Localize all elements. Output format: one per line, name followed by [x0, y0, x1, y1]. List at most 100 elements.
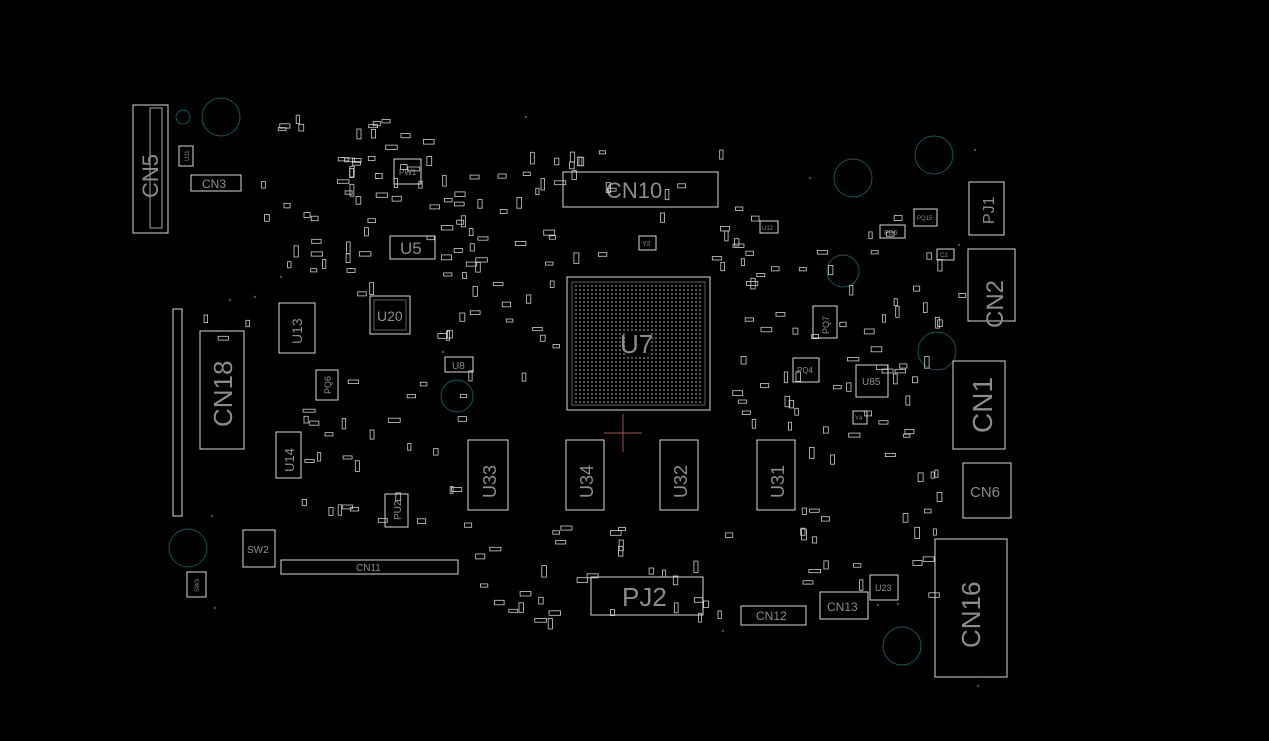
passive-components [203, 114, 967, 630]
passive-pad [444, 197, 453, 203]
svg-text:CN1: CN1 [967, 377, 998, 433]
passive-pad [660, 212, 665, 223]
chip-u5[interactable]: U5 [389, 235, 436, 260]
passive-pad [354, 460, 360, 472]
chip-pu2[interactable]: PU2 [384, 493, 409, 528]
passive-pad [443, 272, 453, 277]
connector-cn2[interactable]: CN2 [967, 248, 1016, 328]
crystal-y4[interactable]: Y4 [852, 410, 868, 425]
passive-pad [369, 282, 375, 295]
passive-pad [552, 530, 560, 535]
passive-pad [578, 156, 585, 167]
memory-u32[interactable]: U32 [659, 439, 699, 511]
connector-cn16[interactable]: CN16 [934, 538, 1008, 678]
passive-pad [440, 225, 454, 231]
passive-pad [324, 432, 334, 437]
passive-pad [798, 267, 807, 272]
svg-text:U34: U34 [577, 465, 597, 498]
passive-pad [395, 492, 402, 502]
svg-text:U11: U11 [185, 150, 191, 161]
passive-pad [750, 277, 756, 290]
passive-pad [740, 258, 745, 266]
passive-pad [400, 164, 408, 170]
passive-pad [711, 256, 723, 261]
passive-pad [703, 600, 709, 608]
passive-pad [441, 254, 452, 261]
connector-cn13[interactable]: CN13 [819, 591, 869, 620]
passive-pad [847, 357, 860, 362]
crystal-y2[interactable]: Y2 [638, 235, 657, 251]
connector-cn11[interactable]: CN11 [280, 559, 459, 575]
chip-u11[interactable]: U11 [178, 145, 194, 167]
passive-pad [598, 150, 606, 155]
passive-pad [823, 560, 829, 570]
passive-pad [477, 198, 483, 209]
connector-pj1[interactable]: PJ1 [968, 181, 1005, 236]
connector-cn5[interactable]: CN5 [132, 104, 169, 234]
passive-pad [923, 302, 928, 313]
connector-cn6[interactable]: CN6 [962, 462, 1012, 519]
chip-u13[interactable]: U13 [278, 302, 316, 354]
passive-pad [760, 326, 773, 333]
passive-pad [541, 565, 547, 578]
chip-u7[interactable]: U7 [566, 276, 711, 411]
connector-cn1[interactable]: CN1 [952, 360, 1006, 450]
chip-u14[interactable]: U14 [275, 431, 302, 479]
memory-u31[interactable]: U31 [756, 439, 796, 511]
svg-text:CN3: CN3 [202, 177, 226, 191]
passive-pad [548, 235, 556, 240]
diode-pd5[interactable]: PD5 [879, 224, 906, 239]
memory-u33[interactable]: U33 [467, 439, 509, 511]
passive-pad [555, 540, 567, 545]
passive-pad [719, 149, 724, 160]
transistor-pq4[interactable]: PQ4 [792, 357, 820, 383]
passive-pad [849, 284, 854, 296]
chip-u20[interactable]: U20 [369, 295, 411, 335]
connector-pj2[interactable]: PJ2 [590, 576, 704, 616]
passive-pad [347, 379, 359, 384]
passive-pad [387, 417, 401, 423]
capacitor-c2[interactable]: C2 [936, 248, 955, 261]
passive-pad [446, 330, 450, 341]
passive-pad [501, 301, 511, 308]
passive-pad [279, 123, 291, 129]
svg-text:U7: U7 [620, 329, 653, 359]
chip-u12[interactable]: U12 [759, 220, 779, 234]
chip-u8[interactable]: U8 [444, 356, 474, 373]
passive-pad [934, 469, 939, 478]
passive-pad [480, 583, 489, 588]
chip-pw1[interactable]: PW1 [393, 158, 422, 185]
passive-pad [454, 191, 466, 197]
connector-cn18[interactable]: CN18 [172, 308, 245, 517]
passive-pad [530, 151, 535, 165]
svg-text:CN13: CN13 [827, 600, 858, 614]
passive-pad [859, 579, 864, 591]
memory-u34[interactable]: U34 [565, 439, 605, 511]
passive-pad [725, 532, 734, 538]
connector-cn10[interactable]: CN10 [562, 171, 719, 208]
passive-pad [341, 418, 347, 430]
connector-cn3[interactable]: CN3 [190, 174, 242, 192]
switch-sw3[interactable]: SW3 [186, 571, 207, 598]
transistor-pq15[interactable]: PQ15 [913, 208, 938, 227]
passive-pad [545, 261, 554, 266]
passive-pad [677, 183, 686, 189]
passive-pad [423, 138, 435, 145]
chip-u23[interactable]: U23 [869, 574, 899, 601]
passive-pad [317, 452, 322, 462]
transistor-pq7[interactable]: PQ7 [812, 305, 838, 339]
passive-pad [336, 179, 350, 184]
connector-cn12[interactable]: CN12 [740, 605, 807, 626]
switch-sw2[interactable]: SW2 [242, 529, 276, 568]
svg-text:U33: U33 [480, 465, 500, 498]
passive-pad [465, 261, 478, 267]
svg-text:U20: U20 [377, 308, 403, 324]
transistor-pq6[interactable]: PQ6 [315, 369, 339, 401]
passive-pad [771, 266, 780, 272]
vias [210, 115, 980, 688]
passive-pad [808, 569, 821, 574]
passive-pad [342, 504, 353, 510]
chip-u85[interactable]: U85 [855, 364, 889, 398]
passive-pad [449, 486, 454, 494]
svg-text:PQ4: PQ4 [797, 366, 814, 375]
